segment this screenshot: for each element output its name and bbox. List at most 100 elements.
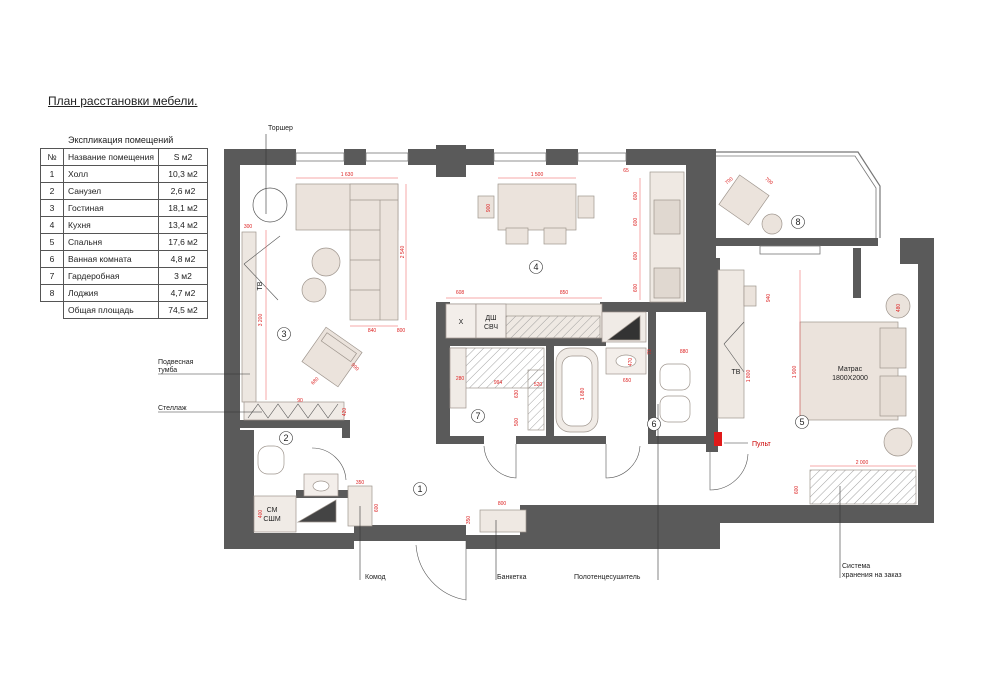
explication-caption: Экспликация помещений [68, 135, 174, 145]
bedroom-tv-unit [717, 269, 745, 419]
dim-text: 500 [514, 418, 520, 427]
label-tv: ТВ [257, 281, 264, 290]
wall-top-3 [408, 149, 436, 165]
dim-text: 1 900 [792, 366, 798, 379]
dim-text: 600 [794, 486, 800, 495]
storage-system [809, 469, 917, 505]
dim-text: 90 [297, 398, 303, 404]
furniture [241, 171, 917, 533]
dim-text: 650 [623, 378, 632, 384]
floor-lamp [252, 187, 288, 223]
dim-text: 800 [498, 501, 507, 507]
room-number-4: 4 [533, 262, 538, 272]
wall-top-1 [224, 149, 296, 165]
toilet [659, 363, 691, 391]
room-number-5: 5 [799, 417, 804, 427]
label-sshm: СШМ [263, 516, 280, 523]
shelving [243, 401, 345, 421]
dim-text: 850 [560, 290, 569, 296]
wall-left [224, 149, 240, 549]
dining-table [497, 183, 577, 231]
tv-cabinet [241, 231, 257, 403]
dimension-lines [265, 177, 916, 467]
leader-lines [158, 134, 841, 580]
dim-text: 470 [628, 358, 634, 367]
dim-text: 3 200 [258, 314, 264, 327]
page-title: План расстановки мебели. [48, 94, 198, 108]
dim-text: 680 [310, 376, 320, 386]
dimension-texts: 1 630 1 500 2 540 3 200 840 800 300 900 … [244, 168, 902, 524]
label-tv-bedroom: ТВ [732, 369, 741, 376]
dim-text: 900 [486, 204, 492, 213]
room-number-8: 8 [795, 217, 800, 227]
dim-text: 630 [514, 390, 520, 399]
dim-text: 994 [494, 380, 503, 386]
dim-text: 420 [342, 408, 348, 417]
dim-text: 400 [258, 510, 264, 519]
dim-text: 300 [244, 224, 253, 230]
dim-text: 800 [397, 328, 406, 334]
wall-top-4 [466, 149, 494, 165]
label-matras: Матрас [838, 366, 863, 373]
doors [311, 444, 749, 601]
table-row: 6 Ванная комната 4,8 м2 [40, 250, 208, 268]
dim-text: 1 630 [341, 172, 354, 178]
dim-text: 2 000 [856, 460, 869, 466]
callout-torsher: Торшер [268, 125, 293, 132]
callout-komod: Комод [365, 574, 386, 581]
dim-text: 600 [633, 192, 639, 201]
dim-text: 65 [623, 168, 629, 174]
wall-bedroom-left [706, 302, 718, 452]
dim-text: 600 [374, 504, 380, 513]
table-row: 3 Гостиная 18,1 м2 [40, 199, 208, 217]
wall-bottom-right [520, 505, 720, 549]
table-row: 7 Гардеробная 3 м2 [40, 267, 208, 285]
dim-text: 608 [456, 290, 465, 296]
loggia-armchair [718, 174, 770, 226]
dim-text: 880 [680, 349, 689, 355]
callout-sistema-1: Система [842, 563, 870, 570]
room-number-6: 6 [651, 419, 656, 429]
wall-top-2 [344, 149, 366, 165]
dim-text: 70 [647, 349, 653, 355]
callout-sistema-2: хранения на заказ [842, 572, 902, 579]
explication-table: № Название помещения S м2 1 Холл 10,3 м2… [40, 148, 208, 319]
dim-text: 1 800 [746, 370, 752, 383]
room-number-2: 2 [283, 433, 288, 443]
armchair [301, 326, 363, 388]
dim-text: 840 [368, 328, 377, 334]
bidet [659, 395, 691, 423]
dim-text: 990 [350, 362, 360, 372]
callout-podvesnaya-2: тумба [158, 366, 177, 374]
table-row: 8 Лоджия 4,7 м2 [40, 284, 208, 302]
label-sm: СМ [267, 507, 278, 514]
bench [479, 509, 527, 533]
dim-text: 600 [633, 252, 639, 261]
room-number-1: 1 [417, 484, 422, 494]
wall-right [918, 238, 934, 510]
dim-text: 600 [633, 284, 639, 293]
label-x: Х [459, 319, 464, 326]
wall-column [436, 145, 466, 177]
walls [224, 145, 934, 549]
dim-text: 1 680 [580, 388, 586, 401]
room-number-7: 7 [475, 411, 480, 421]
dim-text: 700 [764, 176, 774, 186]
remote-marker [714, 432, 722, 446]
dim-text: 520 [534, 382, 543, 388]
wc-toilet [257, 445, 285, 475]
label-matras-size: 1800X2000 [832, 375, 868, 382]
windows [295, 151, 881, 255]
dim-text: 350 [466, 516, 472, 525]
dim-text: 2 540 [400, 246, 406, 259]
wall-bottom-left [224, 533, 354, 549]
label-svch: СВЧ [484, 324, 498, 331]
callout-pult: Пульт [752, 441, 772, 448]
dim-text: 1 500 [531, 172, 544, 178]
callout-podvesnaya-1: Подвесная [158, 359, 194, 366]
dim-text: 280 [456, 376, 465, 382]
total-name: Общая площадь [63, 301, 159, 319]
washing-machine [253, 495, 297, 533]
dim-text: 700 [724, 176, 734, 186]
